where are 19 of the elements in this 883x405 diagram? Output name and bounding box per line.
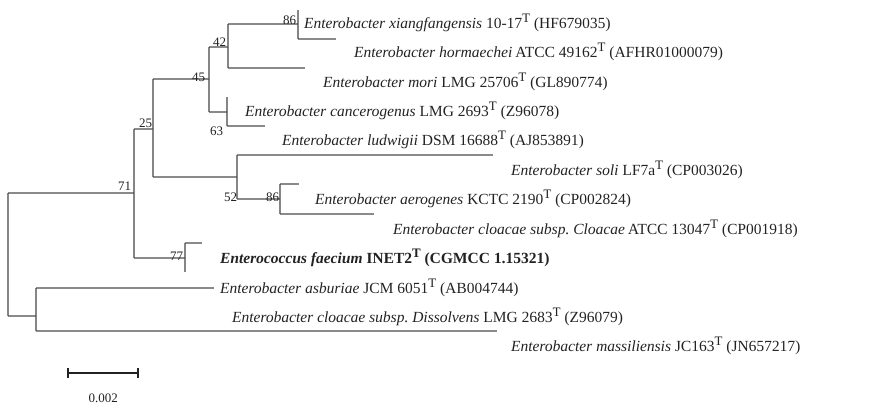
scale-value: 0.002: [88, 391, 118, 405]
bootstrap-value: 25: [139, 116, 152, 130]
taxon-label: Enterobacter mori LMG 25706$^{T}$ (GL890774): [323, 68, 608, 92]
taxon-label: Enterobacter ludwigii DSM 16688$^{T}$ (AJ853891): [282, 126, 584, 150]
taxon-label: Enterobacter asburiae JCM 6051$^{T}$ (AB004744): [220, 274, 518, 298]
taxon-label: Enterobacter cancerogenus LMG 2693$^{T}$ (Z96078): [245, 97, 560, 122]
bootstrap-value: 71: [118, 179, 131, 193]
bootstrap-value: 86: [283, 13, 296, 27]
taxon-label: Enterobacter xiangfangensis 10-17$^{T}$ (HF679035): [304, 9, 611, 34]
bootstrap-value: 63: [210, 124, 223, 138]
taxon-label: Enterobacter massiliensis JC163$^{T}$ (JN657217): [511, 332, 800, 356]
taxon-label: Enterobacter soli LF7a$^{T}$ (CP003026): [511, 156, 743, 180]
taxon-label: Enterobacter cloacae subsp. Dissolvens LMG 2683$^{T}$ (Z96079): [232, 303, 623, 328]
bootstrap-value: 52: [224, 190, 237, 204]
taxon-label: Enterococcus faecium INET2$^{T}$ (CGMCC 1.15321): [220, 244, 550, 268]
bootstrap-value: 42: [213, 35, 226, 49]
taxon-label: Enterobacter aerogenes KCTC 2190$^{T}$ (CP002824): [315, 185, 631, 210]
taxon-label: Enterobacter hormaechei ATCC 49162$^{T}$ (AFHR01000079): [354, 38, 723, 62]
taxon-label: Enterobacter cloacae subsp. Cloacae ATCC 13047$^{T}$ (CP001918): [393, 215, 798, 240]
